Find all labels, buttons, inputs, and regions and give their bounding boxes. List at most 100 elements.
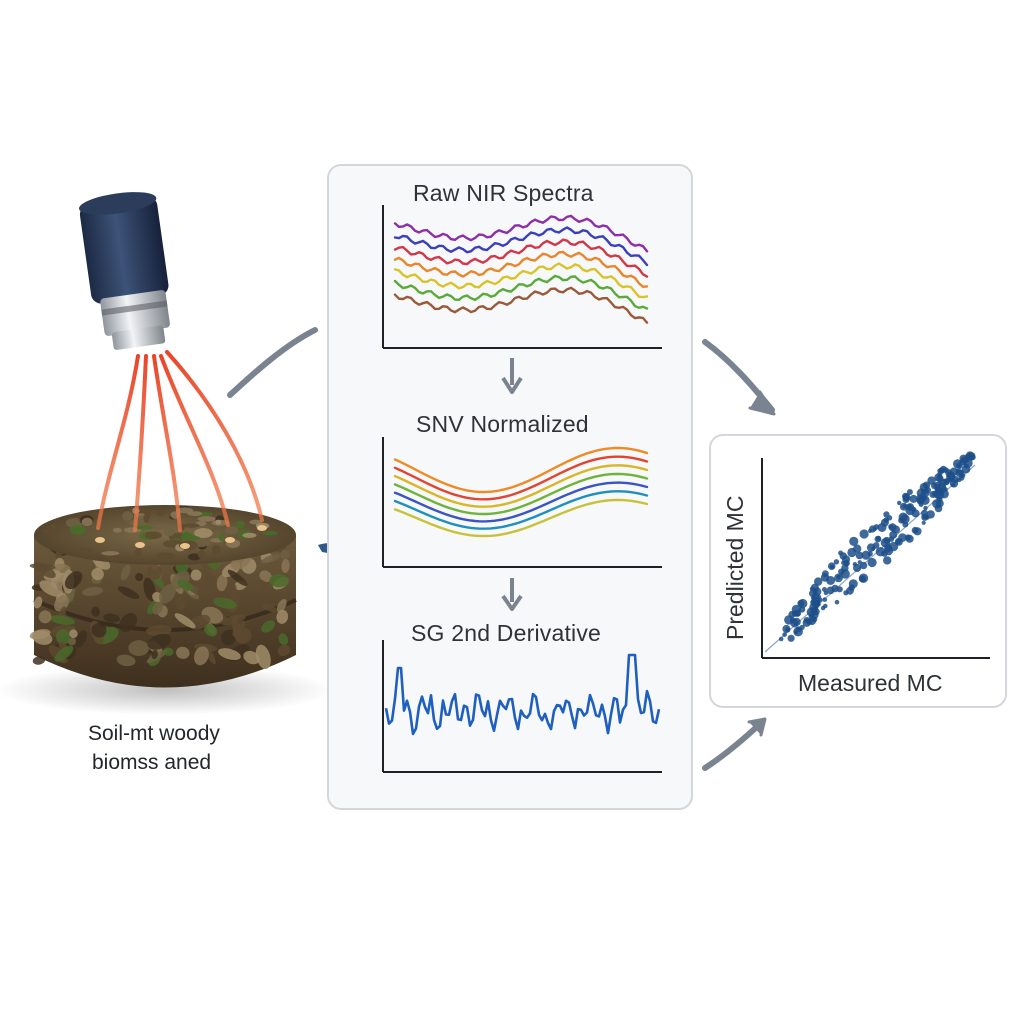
scatter-point — [889, 530, 898, 539]
scatter-point — [834, 599, 840, 605]
regression-y-label: Predlicted MC — [722, 495, 748, 640]
scatter-point — [803, 617, 810, 624]
scatter-point — [883, 556, 892, 565]
scatter-point — [787, 634, 795, 642]
scatter-point — [934, 492, 940, 499]
snv-spectrum-line — [393, 446, 649, 494]
snv-title: SNV Normalized — [416, 411, 589, 437]
scatter-point — [833, 559, 840, 565]
scatter-point — [951, 483, 955, 488]
snv-spectrum-line — [393, 464, 649, 508]
scatter-point — [809, 602, 819, 612]
scatter-point — [921, 520, 926, 525]
scatter-point — [872, 527, 877, 531]
scatter-point — [784, 615, 794, 625]
snv-spectrum-line — [393, 472, 649, 516]
raw-spectra-plot — [382, 205, 662, 349]
scatter-point — [782, 632, 787, 637]
scatter-point — [849, 536, 859, 547]
scatter-point — [792, 617, 801, 627]
scatter-point — [859, 561, 868, 570]
scatter-point — [943, 467, 949, 473]
flow-arrows — [227, 327, 776, 771]
scatter-point — [829, 564, 835, 570]
scatter-point — [823, 590, 829, 596]
arrow-sensor-to-pipeline — [227, 327, 318, 398]
scatter-point — [902, 492, 910, 501]
regression-x-label: Measured MC — [798, 670, 943, 696]
snv-spectrum-line — [393, 481, 649, 523]
scatter-point — [839, 552, 847, 560]
scatter-point — [888, 523, 897, 532]
scatter-point — [799, 624, 805, 631]
scatter-point — [909, 494, 918, 503]
scatter-point — [900, 514, 910, 524]
scatter-point — [867, 557, 877, 568]
scatter-point — [820, 605, 826, 611]
scatter-point — [936, 475, 944, 483]
scatter-point — [798, 598, 808, 609]
scatter-point — [921, 509, 928, 517]
scatter-point — [905, 505, 915, 516]
scatter-point — [834, 573, 843, 583]
scatter-point — [866, 543, 876, 552]
sample-caption-line2: biomss aned — [92, 751, 212, 774]
scatter-point — [874, 535, 882, 543]
scatter-point — [782, 624, 791, 633]
scatter-point — [897, 500, 902, 506]
scatter-point — [916, 497, 925, 505]
scatter-point — [855, 551, 864, 560]
scatter-point — [867, 551, 873, 557]
raw-spectrum-line — [393, 238, 649, 278]
scatter-point — [880, 538, 891, 548]
scatter-point — [906, 489, 913, 495]
scatter-point — [852, 562, 858, 567]
scatter-point — [936, 482, 947, 493]
snv-spectrum-line — [393, 490, 649, 530]
scatter-point — [848, 584, 855, 591]
snv-spectrum-line — [393, 498, 649, 538]
snv-plot — [382, 437, 662, 568]
scatter-point — [953, 459, 963, 469]
scatter-point — [942, 478, 950, 486]
scatter-point — [951, 475, 959, 484]
raw-spectrum-line — [393, 226, 649, 267]
raw-spectrum-line — [393, 262, 649, 299]
scatter-point — [858, 573, 869, 583]
scatter-point — [822, 570, 829, 578]
scatter-point — [955, 469, 964, 478]
scatter-point — [924, 486, 931, 494]
raw-spectrum-line — [393, 250, 649, 289]
scatter-point — [831, 584, 839, 593]
sg-derivative-plot — [382, 640, 662, 773]
scatter-point — [880, 518, 889, 527]
scatter-point — [923, 505, 928, 511]
scatter-point — [932, 499, 942, 509]
scatter-point — [938, 480, 943, 485]
scatter-point — [888, 541, 899, 552]
sample-caption-line1: Soil-mt woody — [88, 722, 220, 745]
scatter-point — [778, 636, 784, 642]
raw-spectra-title: Raw NIR Spectra — [413, 180, 594, 206]
scatter-point — [883, 511, 890, 518]
scatter-point — [857, 560, 862, 565]
sg-derivative-title: SG 2nd Derivative — [411, 620, 602, 646]
nir-beams — [96, 350, 264, 532]
raw-spectrum-line — [393, 286, 649, 324]
nir-sensor-icon — [79, 192, 170, 350]
soil-biomass-sample — [0, 505, 335, 715]
scatter-point — [961, 456, 969, 464]
scatter-point — [859, 529, 869, 539]
scatter-point — [814, 577, 823, 586]
raw-spectrum-line — [393, 214, 649, 253]
scatter-point — [926, 510, 935, 519]
scatter-point — [875, 547, 886, 557]
scatter-point — [853, 544, 862, 553]
scatter-point — [843, 559, 850, 567]
raw-spectrum-line — [393, 274, 649, 310]
scatter-point — [822, 597, 828, 602]
scatter-point — [959, 475, 965, 481]
